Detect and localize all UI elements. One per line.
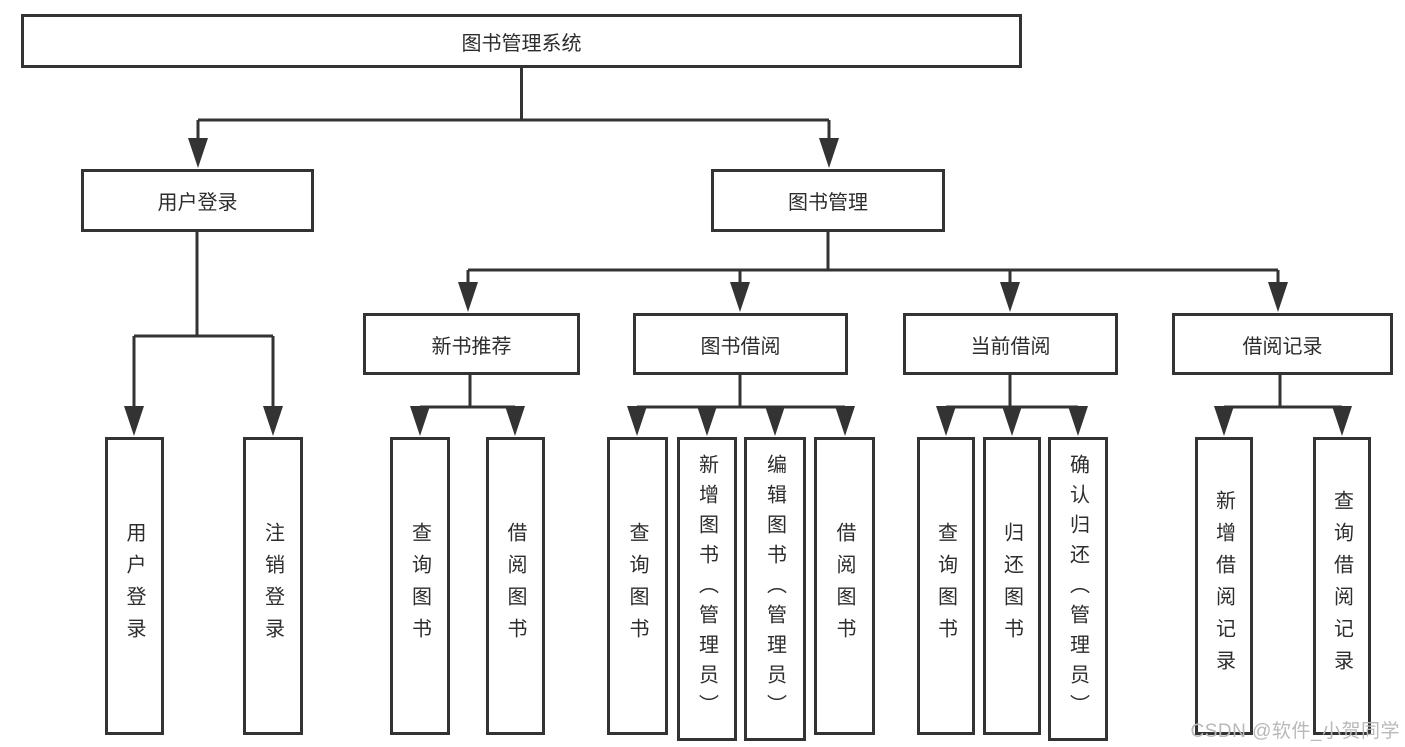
node-leaf-user-login: 用户登录 — [105, 437, 164, 735]
node-leaf-query-borrow-record: 查询借阅记录 — [1313, 437, 1371, 735]
node-new-book-recommend: 新书推荐 — [363, 313, 580, 375]
csdn-watermark: CSDN @软件_小贺同学 — [1190, 721, 1400, 742]
node-leaf-borrow-book-1: 借阅图书 — [486, 437, 545, 735]
node-root-system: 图书管理系统 — [21, 14, 1022, 68]
node-leaf-return-book: 归还图书 — [983, 437, 1041, 735]
node-book-borrow: 图书借阅 — [633, 313, 848, 375]
node-leaf-confirm-return-admin: 确认归还（管理员） — [1048, 437, 1108, 741]
node-current-borrow: 当前借阅 — [903, 313, 1118, 375]
node-borrow-record: 借阅记录 — [1172, 313, 1393, 375]
node-leaf-logout: 注销登录 — [243, 437, 303, 735]
node-leaf-add-book-admin: 新增图书（管理员） — [677, 437, 737, 741]
node-leaf-query-book-1: 查询图书 — [390, 437, 450, 735]
node-leaf-add-borrow-record: 新增借阅记录 — [1195, 437, 1253, 735]
node-leaf-query-book-2: 查询图书 — [607, 437, 668, 735]
node-book-management: 图书管理 — [711, 169, 945, 232]
node-user-login: 用户登录 — [81, 169, 314, 232]
node-leaf-query-book-3: 查询图书 — [917, 437, 975, 735]
node-leaf-edit-book-admin: 编辑图书（管理员） — [744, 437, 806, 741]
node-leaf-borrow-book-2: 借阅图书 — [814, 437, 875, 735]
